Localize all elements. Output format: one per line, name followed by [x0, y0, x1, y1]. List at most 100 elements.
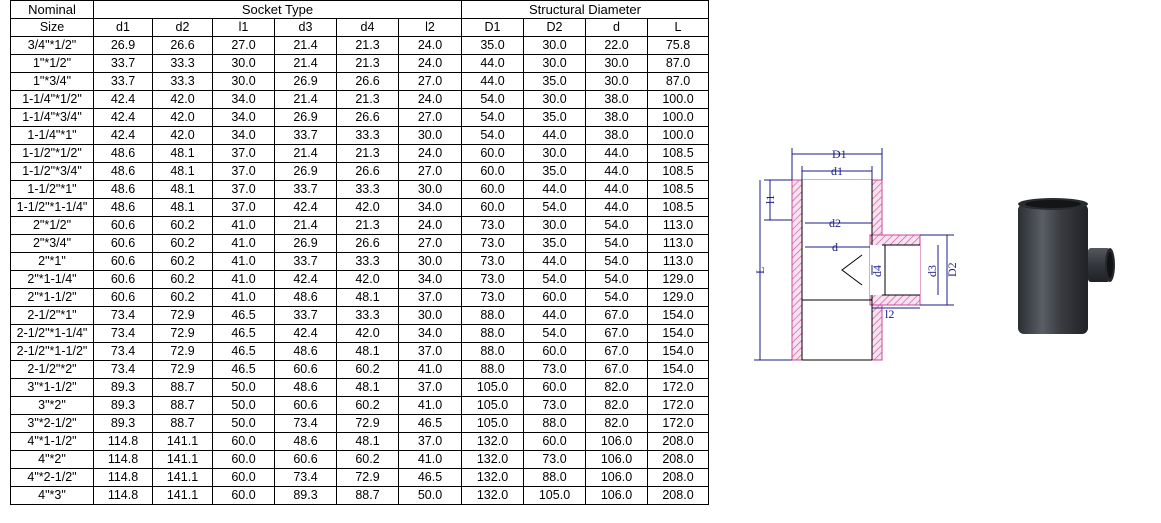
- value-cell: 54.0: [585, 216, 648, 235]
- value-cell: 60.2: [152, 270, 213, 289]
- value-cell: 44.0: [585, 180, 648, 199]
- value-cell: 35.0: [523, 162, 586, 181]
- value-cell: 24.0: [398, 54, 462, 73]
- label-D1: D1: [832, 147, 847, 161]
- value-cell: 54.0: [523, 324, 586, 343]
- value-cell: 141.1: [152, 468, 213, 487]
- size-cell: 2"*1/2": [10, 216, 94, 235]
- value-cell: 106.0: [585, 486, 648, 505]
- value-cell: 33.7: [274, 306, 337, 325]
- size-cell: 1-1/4"*1": [10, 126, 94, 145]
- value-cell: 67.0: [585, 324, 648, 343]
- value-cell: 60.0: [212, 486, 275, 505]
- value-cell: 33.7: [93, 72, 153, 91]
- tee-cross-section-diagram: D1 d1 d2 d l2 l1 L d4 d3 D2: [753, 147, 959, 361]
- value-cell: 34.0: [212, 126, 275, 145]
- value-cell: 141.1: [152, 432, 213, 451]
- value-cell: 114.8: [93, 450, 153, 469]
- value-cell: 60.0: [461, 198, 524, 217]
- value-cell: 100.0: [647, 90, 709, 109]
- value-cell: 88.0: [523, 468, 586, 487]
- value-cell: 33.3: [336, 180, 399, 199]
- value-cell: 41.0: [212, 270, 275, 289]
- value-cell: 44.0: [461, 54, 524, 73]
- value-cell: 60.6: [93, 216, 153, 235]
- value-cell: 50.0: [212, 396, 275, 415]
- value-cell: 46.5: [212, 342, 275, 361]
- value-cell: 60.0: [523, 378, 586, 397]
- value-cell: 208.0: [647, 432, 709, 451]
- value-cell: 72.9: [152, 306, 213, 325]
- value-cell: 21.4: [274, 54, 337, 73]
- size-cell: 1-1/2"*1": [10, 180, 94, 199]
- value-cell: 48.6: [93, 162, 153, 181]
- col-header-L: L: [647, 18, 709, 37]
- value-cell: 48.1: [152, 144, 213, 163]
- dimension-lines: [754, 148, 954, 361]
- value-cell: 42.0: [336, 324, 399, 343]
- value-cell: 46.5: [212, 360, 275, 379]
- value-cell: 44.0: [585, 144, 648, 163]
- value-cell: 50.0: [212, 414, 275, 433]
- value-cell: 35.0: [523, 72, 586, 91]
- value-cell: 26.9: [274, 162, 337, 181]
- value-cell: 60.0: [212, 468, 275, 487]
- value-cell: 82.0: [585, 396, 648, 415]
- value-cell: 108.5: [647, 198, 709, 217]
- value-cell: 67.0: [585, 342, 648, 361]
- value-cell: 33.3: [152, 54, 213, 73]
- value-cell: 60.6: [93, 234, 153, 253]
- value-cell: 73.0: [461, 252, 524, 271]
- value-cell: 37.0: [212, 144, 275, 163]
- value-cell: 44.0: [523, 306, 586, 325]
- value-cell: 132.0: [461, 432, 524, 451]
- value-cell: 132.0: [461, 468, 524, 487]
- value-cell: 21.3: [336, 216, 399, 235]
- col-header-d: d: [585, 18, 648, 37]
- value-cell: 60.0: [461, 144, 524, 163]
- value-cell: 172.0: [647, 414, 709, 433]
- value-cell: 88.0: [461, 360, 524, 379]
- value-cell: 113.0: [647, 216, 709, 235]
- value-cell: 208.0: [647, 450, 709, 469]
- value-cell: 42.0: [152, 126, 213, 145]
- value-cell: 88.0: [523, 414, 586, 433]
- value-cell: 48.6: [93, 198, 153, 217]
- value-cell: 73.0: [523, 396, 586, 415]
- size-cell: 4"*3": [10, 486, 94, 505]
- tee-photo-shape: [1018, 198, 1115, 334]
- value-cell: 132.0: [461, 450, 524, 469]
- value-cell: 30.0: [398, 252, 462, 271]
- value-cell: 54.0: [585, 234, 648, 253]
- value-cell: 38.0: [585, 90, 648, 109]
- size-cell: 4"*2-1/2": [10, 468, 94, 487]
- value-cell: 26.9: [93, 36, 153, 55]
- value-cell: 30.0: [523, 144, 586, 163]
- size-cell: 4"*1-1/2": [10, 432, 94, 451]
- label-l2: l2: [885, 307, 894, 321]
- value-cell: 37.0: [398, 288, 462, 307]
- value-cell: 105.0: [461, 396, 524, 415]
- value-cell: 38.0: [585, 126, 648, 145]
- value-cell: 108.5: [647, 180, 709, 199]
- value-cell: 60.6: [93, 252, 153, 271]
- value-cell: 46.5: [212, 324, 275, 343]
- size-cell: 3"*1-1/2": [10, 378, 94, 397]
- value-cell: 37.0: [398, 378, 462, 397]
- value-cell: 106.0: [585, 432, 648, 451]
- value-cell: 72.9: [336, 468, 399, 487]
- label-L: L: [753, 267, 767, 274]
- col-header-d3: d3: [274, 18, 337, 37]
- col-header-d4: d4: [336, 18, 399, 37]
